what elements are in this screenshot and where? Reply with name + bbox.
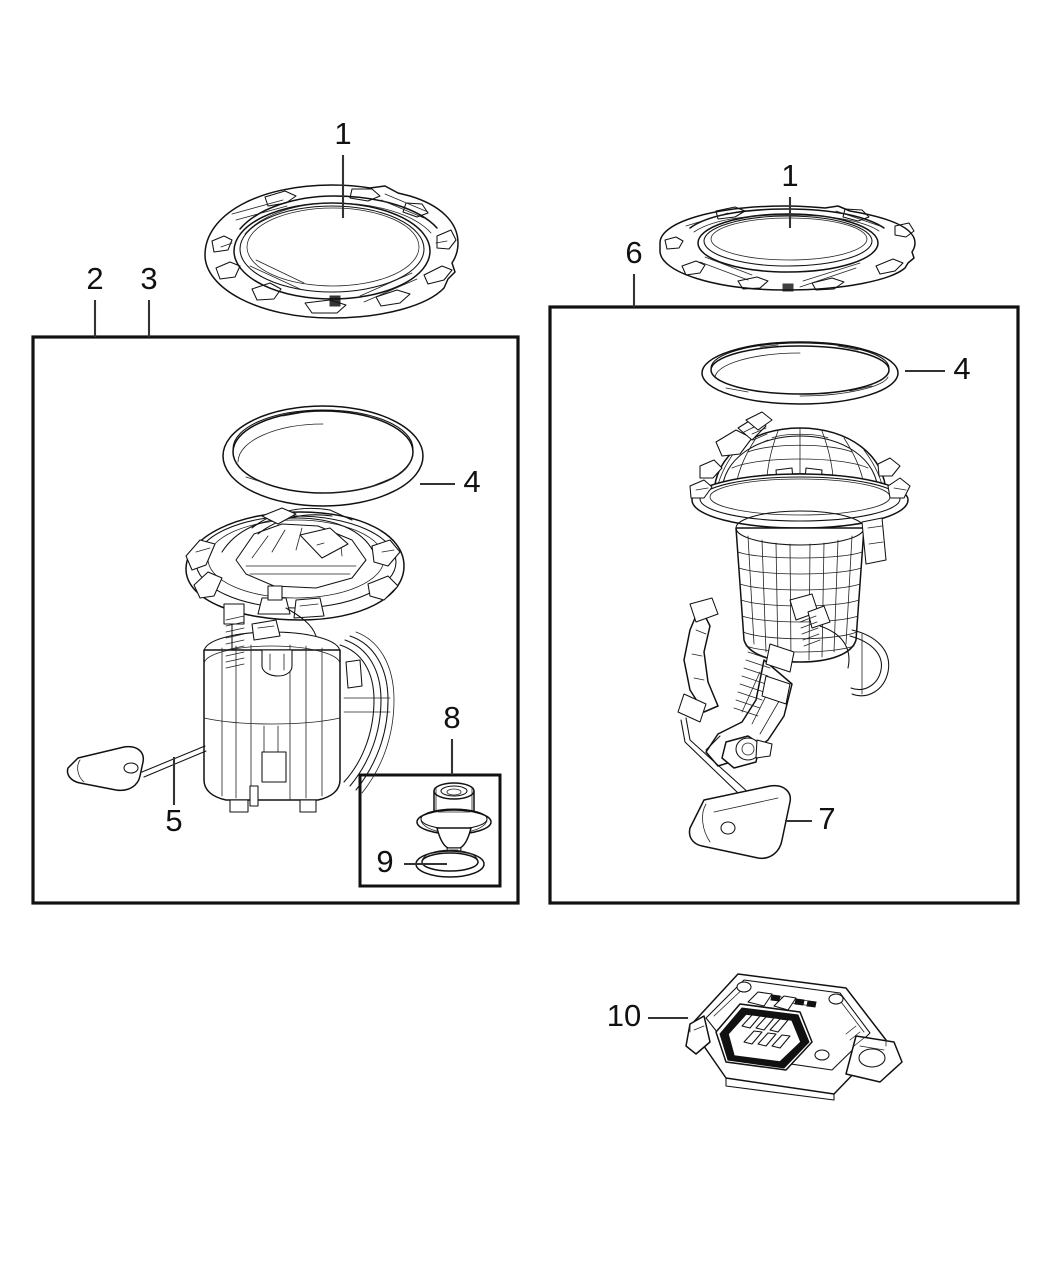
callout-label-5: 5 [165, 803, 182, 838]
part-o-ring-left [222, 405, 424, 507]
panel-regulator-inset [358, 773, 502, 888]
callout-leaders [93, 155, 945, 1020]
part-fuel-filter-reservoir [677, 411, 911, 860]
callout-label-1-left: 1 [334, 116, 351, 151]
part-float-right [688, 784, 792, 860]
part-locking-ring-right [659, 205, 916, 292]
part-regulator-o-ring [415, 849, 485, 878]
part-locking-ring-left [204, 184, 459, 319]
callout-label-7: 7 [818, 801, 835, 836]
part-fuel-pump-module [66, 507, 405, 813]
callout-label-6: 6 [625, 235, 642, 270]
callout-label-8: 8 [443, 700, 460, 735]
part-fuel-pump-control-module [685, 973, 903, 1101]
lower-pump-corrugation [733, 651, 773, 717]
callout-label-3: 3 [140, 261, 157, 296]
part-o-ring-right [701, 341, 899, 405]
callout-label-10: 10 [607, 998, 641, 1033]
panel-right [548, 305, 1020, 905]
callout-label-4-right: 4 [953, 351, 970, 386]
pump-spring [225, 615, 245, 669]
callout-label-9: 9 [376, 844, 393, 879]
panel-left [31, 335, 520, 905]
callout-label-1-right: 1 [781, 158, 798, 193]
callout-label-2: 2 [86, 261, 103, 296]
part-float-left [66, 745, 145, 792]
callout-label-4-left: 4 [463, 464, 480, 499]
reservoir-side-spring [799, 615, 821, 647]
callout-labels: 1 1 2 3 4 4 5 6 7 8 9 10 [86, 116, 970, 1033]
